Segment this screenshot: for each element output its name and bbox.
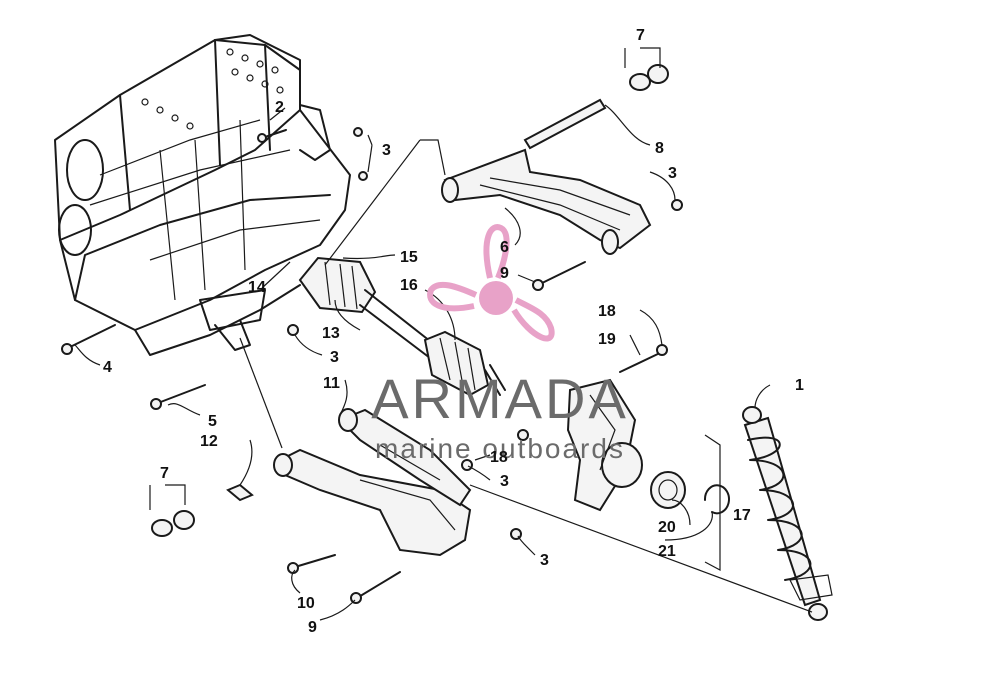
- callout-8: 8: [655, 140, 664, 157]
- callout-labels: 1 2 3 3 3 3 3 4 5 6 7 7 8 9 9 10 11 12 1…: [103, 27, 804, 636]
- wheel-bearing: [650, 471, 686, 509]
- callout-16: 16: [400, 277, 418, 294]
- bushing-upper: [629, 64, 669, 91]
- callout-3: 3: [540, 552, 549, 569]
- callout-1: 1: [795, 377, 804, 394]
- snap-ring: [703, 484, 730, 515]
- callout-21: 21: [658, 543, 676, 560]
- callout-11: 11: [323, 375, 340, 392]
- armada-watermark: ARMADA marine outboards: [371, 224, 629, 464]
- shock-absorber: [742, 406, 833, 621]
- callout-10: 10: [297, 595, 315, 612]
- callout-3: 3: [330, 349, 339, 366]
- callout-19: 19: [598, 331, 616, 348]
- callout-3: 3: [382, 142, 391, 159]
- vehicle-frame: [54, 34, 351, 356]
- cv-axle: [298, 256, 506, 397]
- callout-15: 15: [400, 249, 418, 266]
- callout-5: 5: [208, 413, 217, 430]
- callout-18: 18: [490, 449, 508, 466]
- watermark-tagline: marine outboards: [375, 433, 625, 464]
- bushing-12: [226, 483, 254, 502]
- callout-4: 4: [103, 359, 112, 376]
- callout-3: 3: [500, 473, 509, 490]
- callout-18: 18: [598, 303, 616, 320]
- upper-a-arm: [441, 148, 652, 255]
- callout-3: 3: [668, 165, 677, 182]
- watermark-brand: ARMADA: [371, 367, 629, 430]
- bushing-lower: [151, 510, 195, 537]
- callout-6: 6: [500, 239, 509, 256]
- pivot-shaft-upper: [523, 98, 607, 150]
- lower-a-arm: [273, 408, 472, 557]
- callout-12: 12: [200, 433, 218, 450]
- callout-17: 17: [733, 507, 751, 524]
- propeller-logo: [427, 224, 555, 342]
- callout-7: 7: [160, 465, 169, 482]
- callout-9: 9: [308, 619, 317, 636]
- bolts: [61, 127, 683, 604]
- callout-20: 20: [658, 519, 676, 536]
- callout-13: 13: [322, 325, 340, 342]
- leader-lines: [74, 47, 813, 621]
- steering-knuckle: [566, 378, 643, 512]
- callout-14: 14: [248, 279, 266, 296]
- callout-9: 9: [500, 265, 509, 282]
- callout-7: 7: [636, 27, 645, 44]
- callout-2: 2: [275, 99, 284, 116]
